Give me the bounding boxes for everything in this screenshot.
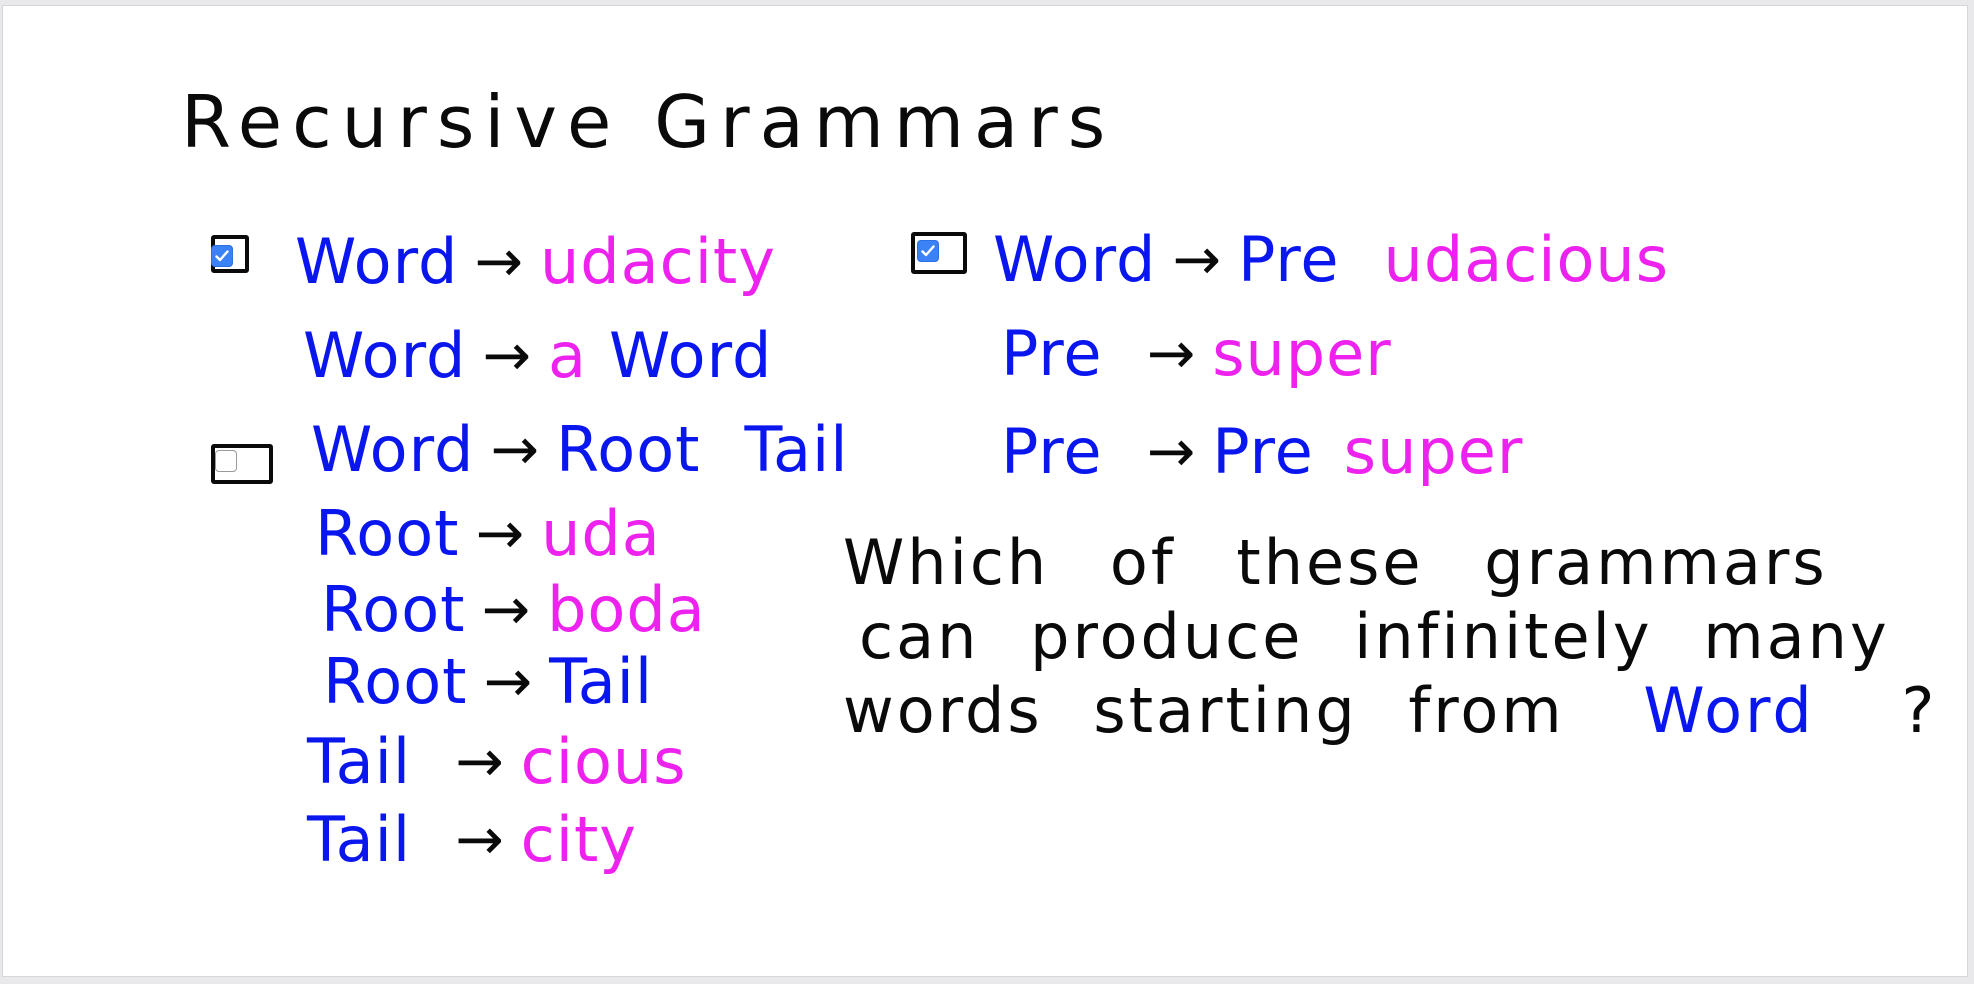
question-line: words starting from Word ? xyxy=(843,674,1937,748)
grammar-a-rule: Word → a Word xyxy=(303,318,772,392)
rule-lhs: Root xyxy=(321,572,466,646)
rule-rhs: uda xyxy=(541,497,661,570)
check-icon xyxy=(917,240,939,262)
slide-canvas: Recursive Grammars Word → udacity Word →… xyxy=(2,5,1968,977)
rhs-nonterminal: Pre xyxy=(1212,414,1314,488)
rule-rhs: a Word xyxy=(548,319,772,392)
rule-lhs: Word xyxy=(311,412,475,486)
rhs-terminal: city xyxy=(520,802,637,876)
rhs-terminal: boda xyxy=(547,572,706,646)
grammar-b-rule: Tail → city xyxy=(307,802,637,876)
rhs-terminal: a xyxy=(547,318,587,392)
grammar-c-rule: Pre → super xyxy=(1001,316,1392,390)
rule-rhs: Tail xyxy=(549,645,653,718)
arrow-icon: → xyxy=(455,727,505,795)
grammar-b-rule: Word → Root Tail xyxy=(311,412,849,486)
question-mark: ? xyxy=(1901,674,1938,747)
arrow-icon: → xyxy=(475,499,526,567)
rule-rhs: city xyxy=(521,803,637,876)
grammar-c-rule: Pre → Pre super xyxy=(1001,414,1523,488)
rule-rhs: boda xyxy=(547,573,706,646)
grammar-b-rule: Tail → cious xyxy=(307,724,687,798)
rule-rhs: super xyxy=(1212,317,1392,390)
arrow-icon: → xyxy=(1146,319,1197,387)
rhs-nonterminal: Word xyxy=(608,318,773,392)
arrow-icon: → xyxy=(1172,225,1222,293)
grammar-b-rule: Root → boda xyxy=(321,572,706,646)
question-line: can produce infinitely many xyxy=(859,600,1890,673)
rhs-nonterminal: Tail xyxy=(744,412,849,486)
grammar-c-rule: Word → Pre udacious xyxy=(993,222,1669,296)
grammar-b-rule: Root → uda xyxy=(315,496,661,570)
arrow-icon: → xyxy=(455,805,505,873)
rhs-terminal: super xyxy=(1343,414,1524,488)
rule-lhs: Pre xyxy=(1001,414,1103,488)
rhs-nonterminal: Pre xyxy=(1237,222,1340,296)
arrow-icon: → xyxy=(482,321,532,389)
check-icon xyxy=(211,245,233,267)
grammar-a-checkbox[interactable] xyxy=(211,235,249,273)
arrow-icon: → xyxy=(481,575,532,643)
arrow-icon: → xyxy=(1146,417,1197,485)
question-text: Which of these grammars can produce infi… xyxy=(843,526,1937,748)
page-title: Recursive Grammars xyxy=(181,80,1116,164)
question-text-segment: words starting from xyxy=(843,674,1565,747)
rule-lhs: Word xyxy=(303,318,467,392)
rule-lhs: Word xyxy=(993,222,1157,296)
rule-lhs: Tail xyxy=(307,724,412,798)
grammar-a-rule: Word → udacity xyxy=(295,224,776,298)
rule-lhs: Root xyxy=(315,496,460,570)
arrow-icon: → xyxy=(483,647,534,715)
rule-rhs: udacity xyxy=(540,225,776,298)
rule-rhs: Root Tail xyxy=(556,413,849,486)
arrow-icon: → xyxy=(474,227,524,295)
rhs-terminal: super xyxy=(1212,316,1392,390)
question-nonterminal: Word xyxy=(1643,674,1815,747)
arrow-icon: → xyxy=(490,415,540,483)
rule-rhs: Pre udacious xyxy=(1238,223,1669,296)
rule-lhs: Pre xyxy=(1001,316,1103,390)
rhs-terminal: uda xyxy=(541,496,661,570)
checkbox-unchecked-icon xyxy=(215,450,237,472)
rule-lhs: Tail xyxy=(307,802,412,876)
rule-rhs: Pre super xyxy=(1212,415,1523,488)
rule-rhs: cious xyxy=(521,725,687,798)
grammar-c-checkbox[interactable] xyxy=(911,232,967,274)
rhs-terminal: udacity xyxy=(539,224,776,298)
rhs-nonterminal: Root xyxy=(555,412,701,486)
rhs-terminal: cious xyxy=(520,724,687,798)
rule-lhs: Word xyxy=(295,224,459,298)
question-line: Which of these grammars xyxy=(843,526,1828,599)
grammar-b-rule: Root → Tail xyxy=(323,644,653,718)
rule-lhs: Root xyxy=(323,644,468,718)
rhs-nonterminal: Tail xyxy=(549,644,654,718)
rhs-terminal: udacious xyxy=(1383,222,1670,296)
grammar-b-checkbox[interactable] xyxy=(211,444,273,484)
